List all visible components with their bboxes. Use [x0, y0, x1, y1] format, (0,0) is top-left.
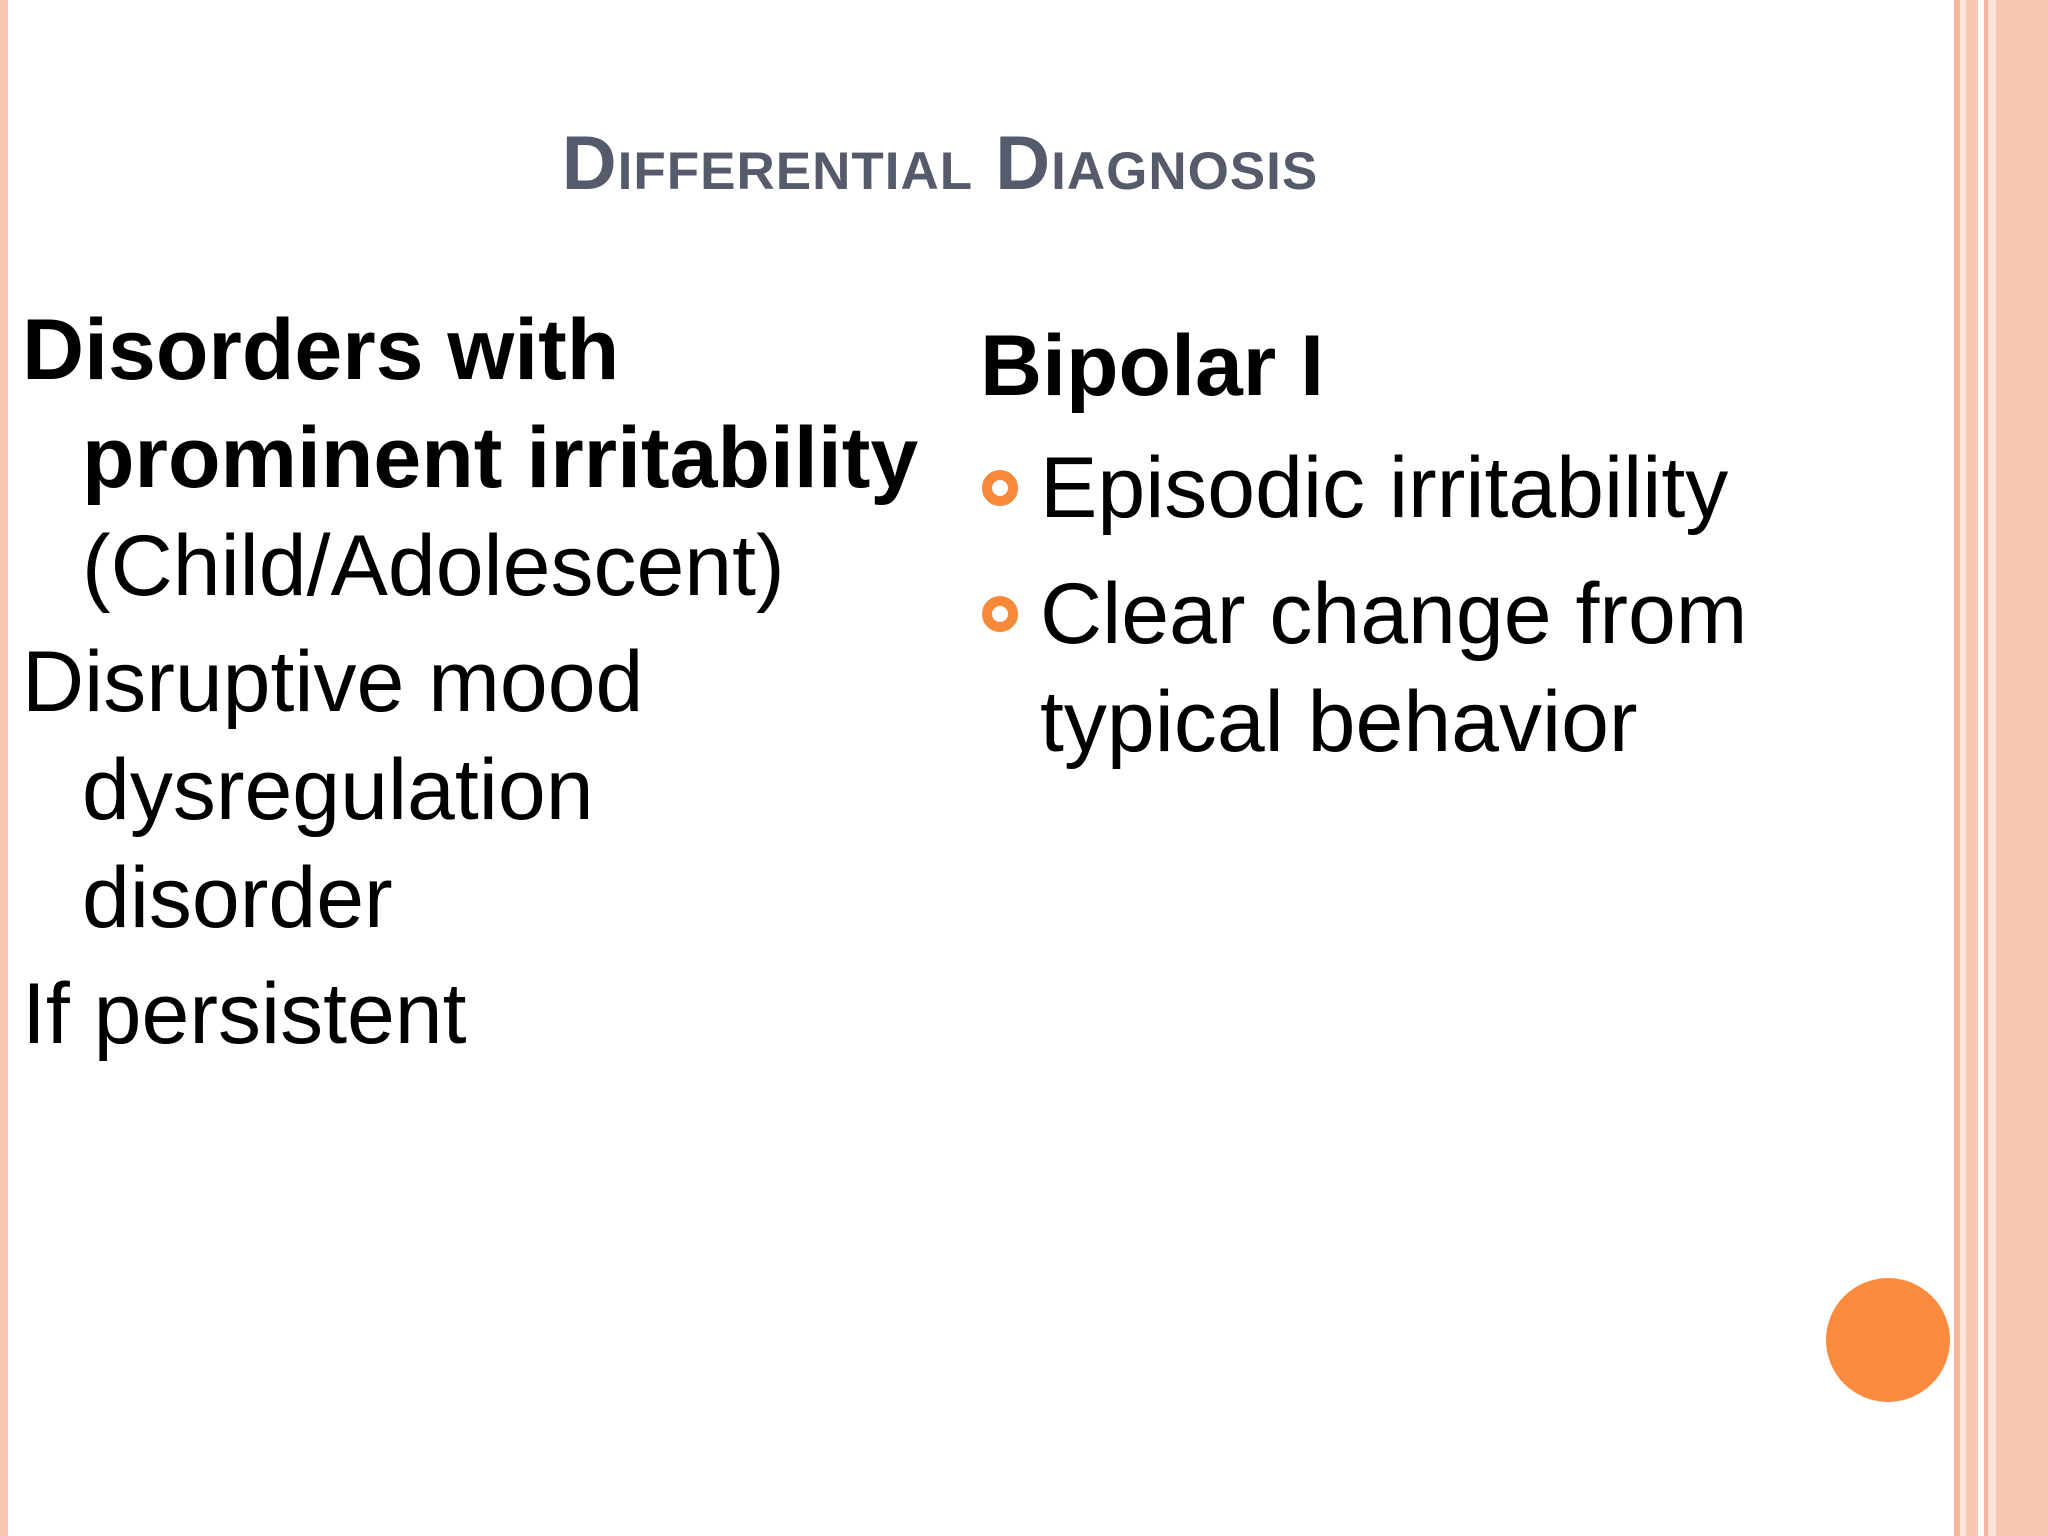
- right-column: Bipolar I Episodic irritability Clear ch…: [980, 312, 1920, 794]
- right-border-stripe: [1978, 0, 1984, 1536]
- bullet-text: Episodic irritability: [1040, 440, 1729, 536]
- right-border-stripe: [1966, 0, 1978, 1536]
- left-border-rule: [0, 0, 8, 1536]
- left-heading-bold: Disorders with prominent irritability: [22, 302, 919, 506]
- slide-title: Differential Diagnosis: [561, 121, 1319, 206]
- right-border-stripe: [1984, 0, 1988, 1536]
- bullet-item: Episodic irritability: [980, 434, 1920, 542]
- left-column: Disorders with prominent irritability (C…: [22, 296, 922, 1076]
- hollow-circle-bullet-icon: [982, 596, 1018, 632]
- bullet-text: Clear change from typical behavior: [1040, 566, 1748, 770]
- right-heading: Bipolar I: [980, 318, 1325, 414]
- left-heading-paragraph: Disorders with prominent irritability (C…: [22, 296, 922, 620]
- right-border-stripe: [1954, 0, 1960, 1536]
- left-heading-regular: (Child/Adolescent): [82, 518, 785, 614]
- right-border-stripe: [1988, 0, 1996, 1536]
- bullet-item: Clear change from typical behavior: [980, 560, 1920, 776]
- left-item-persistent: If persistent: [22, 966, 467, 1062]
- right-border-stripe: [1996, 0, 2048, 1536]
- left-item-dmdd: Disruptive mood dysregulation disorder: [22, 634, 644, 946]
- hollow-circle-bullet-icon: [982, 470, 1018, 506]
- orange-circle-icon: [1826, 1278, 1950, 1402]
- right-border-stripe: [1960, 0, 1966, 1536]
